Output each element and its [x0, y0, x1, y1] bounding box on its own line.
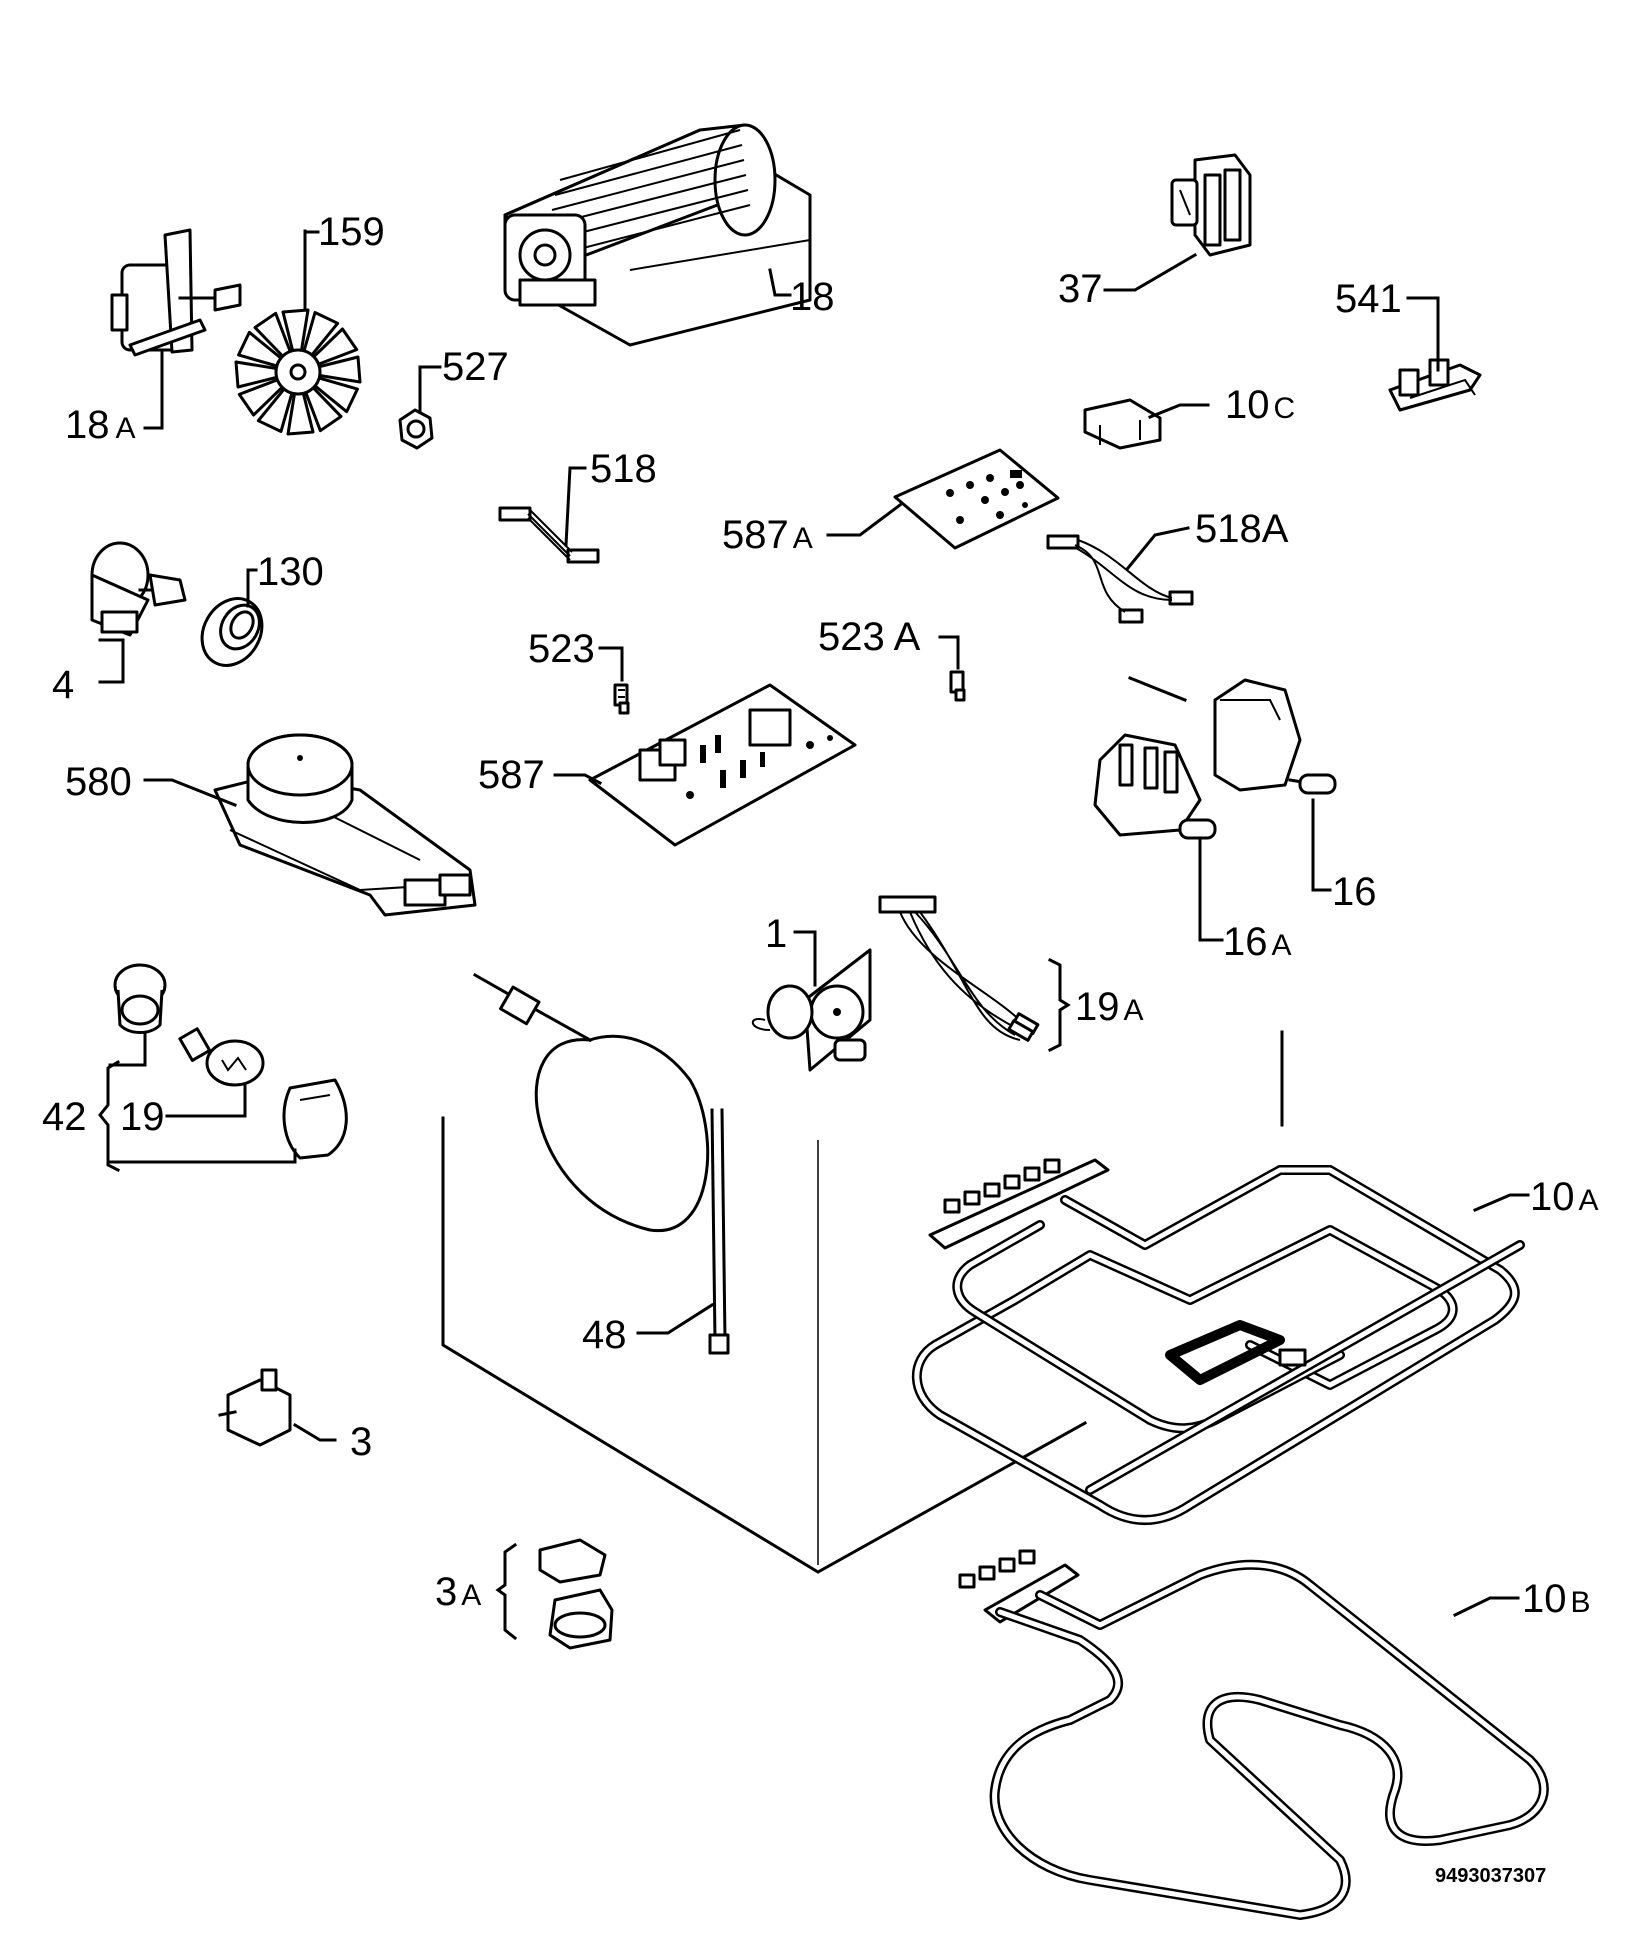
leader-3	[292, 1422, 337, 1442]
wiring-harness-part	[1046, 534, 1194, 624]
callout-541: 541	[1335, 277, 1402, 321]
brace-42	[98, 1059, 121, 1173]
clock-timer-part	[751, 948, 872, 1072]
lamp-holder-part	[113, 963, 167, 1034]
thermostat-set-part	[538, 1538, 614, 1650]
leader-1	[793, 930, 817, 987]
leader-4	[98, 638, 125, 684]
callout-37: 37	[1058, 267, 1103, 311]
callout-48: 48	[582, 1313, 627, 1357]
fan-motor-part	[110, 228, 242, 357]
leader-587	[553, 773, 603, 786]
callout-16: 16	[1332, 870, 1377, 914]
oven-cavity-outline	[441, 676, 1284, 1574]
fan-impeller-part	[234, 308, 362, 436]
leader-10b	[1452, 1596, 1520, 1618]
callout-130: 130	[257, 550, 324, 594]
selector-switch-16a-part	[1093, 733, 1217, 840]
leader-580	[143, 778, 237, 807]
leader-587a	[826, 502, 903, 537]
door-switch-part	[1170, 153, 1252, 257]
tangential-fan-part	[503, 123, 812, 347]
callout-518a: 518A	[1195, 507, 1289, 551]
ribbon-cable-part	[498, 506, 600, 564]
lamp-cover-part	[282, 1078, 348, 1160]
leader-16a	[1198, 838, 1224, 942]
callout-3: 3	[350, 1420, 372, 1464]
grill-element-part	[911, 1158, 1525, 1525]
leader-10c	[1148, 403, 1210, 419]
leader-42-holder	[108, 1033, 147, 1067]
bottom-heating-element-part	[958, 1549, 1549, 1920]
lamp-bulb-part	[178, 1027, 265, 1087]
leader-523	[598, 646, 624, 682]
callout-159: 159	[318, 210, 385, 254]
fan-nut-part	[398, 408, 434, 450]
leader-19	[165, 1083, 247, 1118]
leader-16	[1311, 798, 1332, 892]
callout-580: 580	[65, 760, 132, 804]
element-bracket-part	[1083, 398, 1162, 450]
callout-4: 4	[52, 663, 74, 707]
sensor-connector-part	[613, 683, 630, 715]
leader-527	[418, 365, 442, 414]
selector-switch-16-part	[1213, 678, 1337, 795]
power-board-part	[588, 683, 857, 847]
brace-19a	[1047, 957, 1071, 1053]
rotisserie-motor-part	[90, 541, 187, 637]
leader-518a	[1125, 526, 1190, 571]
leader-18	[768, 268, 792, 297]
callout-18: 18	[790, 275, 835, 319]
leader-42-cover	[108, 1148, 297, 1164]
timer-module-part	[213, 733, 477, 917]
callout-1: 1	[765, 912, 787, 956]
callout-523: 523	[528, 627, 595, 671]
callout-527: 527	[442, 345, 509, 389]
wire-set-part	[878, 895, 1040, 1042]
sensor-connector-a-part	[949, 670, 966, 702]
callout-518: 518	[590, 447, 657, 491]
leader-523a	[938, 635, 960, 670]
leader-18a	[143, 350, 164, 430]
display-board-part	[893, 448, 1060, 550]
leader-10a	[1473, 1193, 1530, 1212]
brace-3a	[495, 1542, 518, 1641]
drawing-number: 9493037307	[1435, 1865, 1546, 1887]
leader-130	[246, 568, 258, 608]
grommet-part	[200, 597, 264, 667]
callout-523a: 523 A	[818, 615, 921, 659]
leader-37	[1103, 252, 1198, 292]
leader-541	[1406, 296, 1440, 372]
callout-42: 42	[42, 1095, 87, 1139]
leader-518	[564, 466, 587, 547]
safety-thermostat-part	[218, 1368, 292, 1447]
callout-19: 19	[120, 1095, 165, 1139]
callout-587: 587	[478, 753, 545, 797]
leader-48	[636, 1302, 715, 1335]
meat-probe-part	[472, 972, 730, 1355]
thermal-fuse-part	[1388, 358, 1482, 412]
